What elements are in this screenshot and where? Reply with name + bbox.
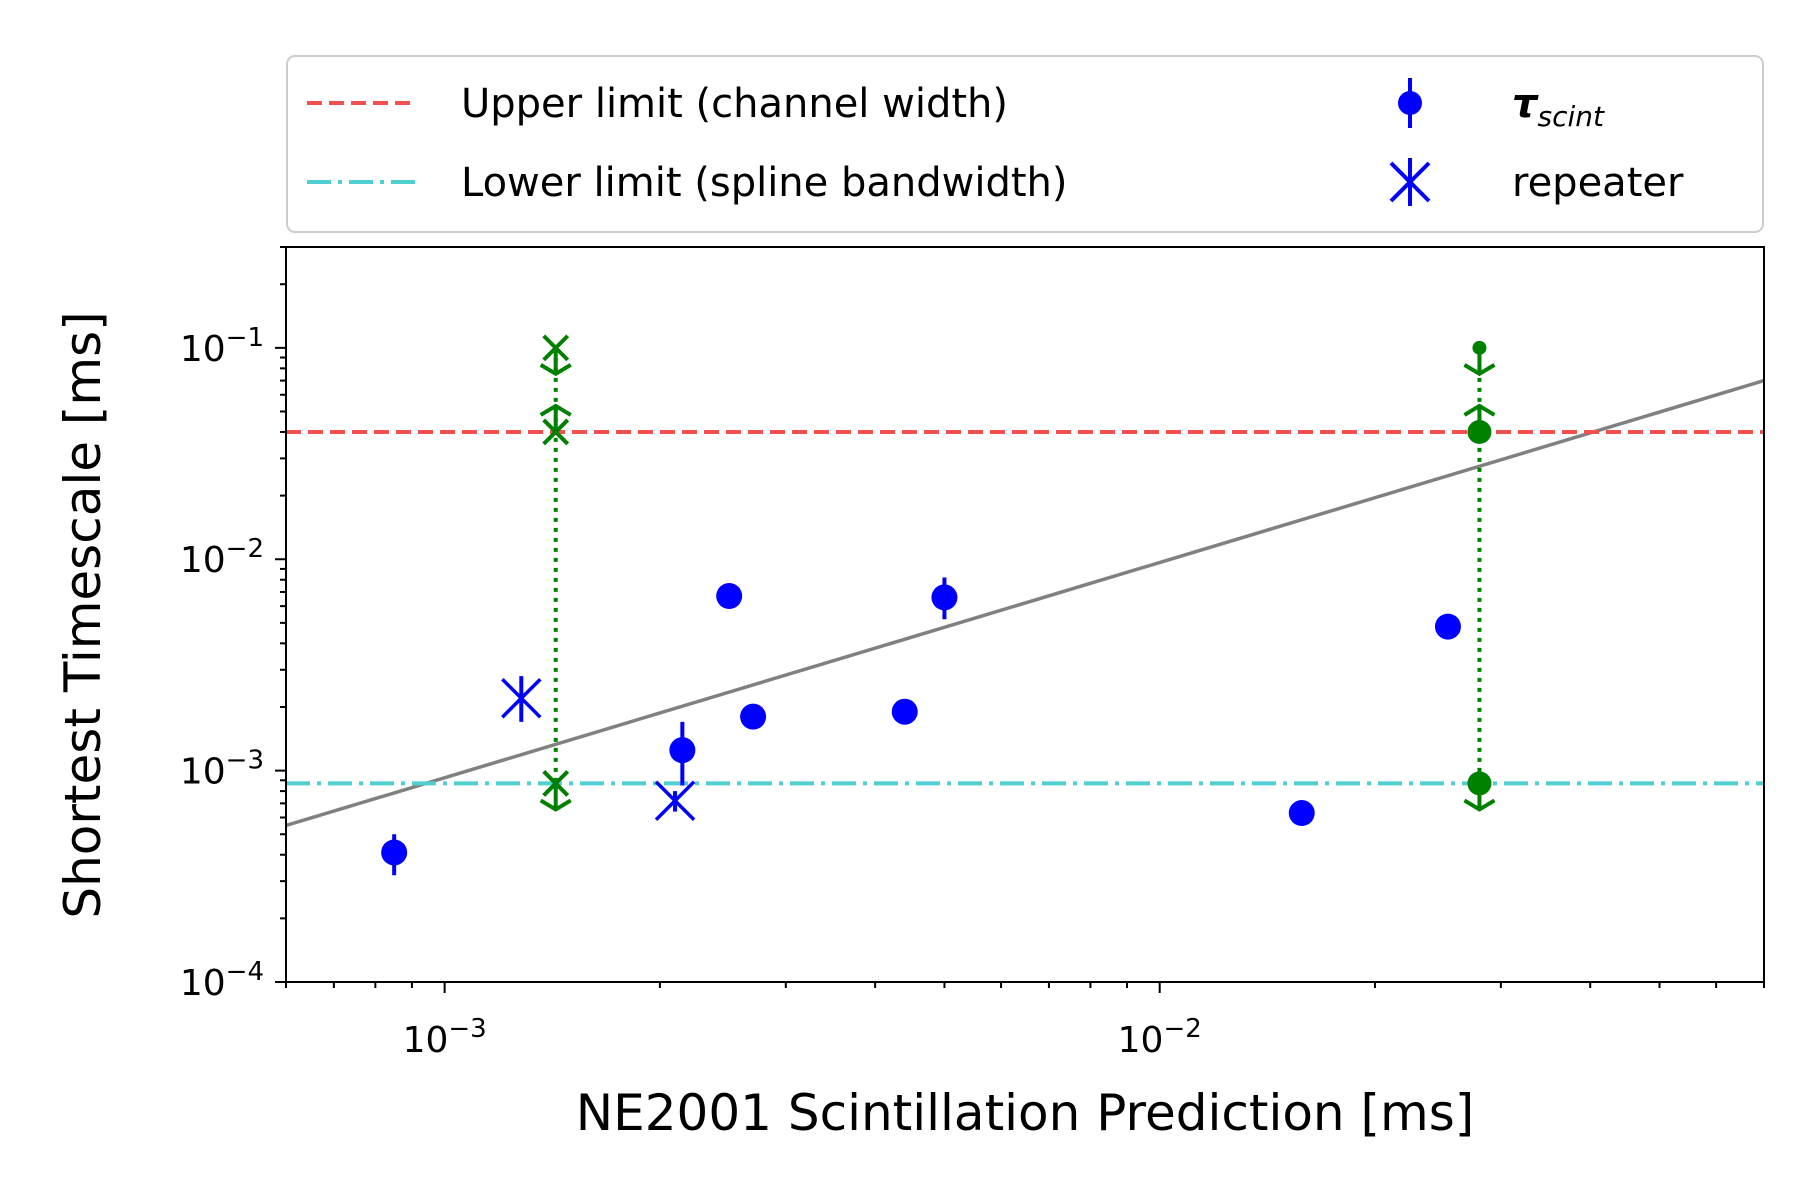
x-tick-label-0: 10−3 <box>403 1014 487 1061</box>
repeater-point-0 <box>501 677 542 719</box>
y-tick-exponent-0: −4 <box>226 957 264 987</box>
tau-point-4 <box>891 698 918 725</box>
x-tick-exponent-1: −2 <box>1163 1014 1201 1044</box>
y-tick-exponent-1: −3 <box>226 746 264 776</box>
legend-repeater-label: repeater <box>1512 160 1684 206</box>
range-markers <box>539 334 1496 812</box>
y-tick-label-3: 10−1 <box>180 323 264 370</box>
range-arrow-head-1-2 <box>1463 798 1496 812</box>
tau-point-3 <box>740 703 767 730</box>
y-tick-exponent-3: −1 <box>226 323 264 353</box>
y-tick-label-2: 10−2 <box>180 534 264 581</box>
legend: Upper limit (channel width) Lower limit … <box>286 55 1764 233</box>
y-tick-label-0: 10−4 <box>180 957 264 1004</box>
reference-lines <box>286 378 1764 828</box>
data-points <box>381 577 1461 876</box>
y-axis-label: Shortest Timescale [ms] <box>54 311 112 918</box>
plot-frame <box>285 246 1765 983</box>
legend-tau-marker <box>1398 91 1422 115</box>
tau-point-1 <box>669 737 696 764</box>
legend-tau-swatch <box>1398 78 1422 128</box>
range-marker-dot-1-0 <box>1472 340 1487 355</box>
y-tick-exponent-2: −2 <box>226 534 264 564</box>
x-axis-label: NE2001 Scintillation Prediction [ms] <box>576 1084 1475 1142</box>
tau-point-5 <box>931 584 958 611</box>
range-marker-dot-1-1 <box>1467 419 1492 444</box>
range-arrow-head-0-1 <box>539 403 572 417</box>
repeater-point-1 <box>654 780 696 822</box>
tau-point-0 <box>381 839 408 866</box>
range-marker-dot-1-2 <box>1467 771 1492 796</box>
legend-tau-label: τscint <box>1512 81 1605 133</box>
legend-upper-label: Upper limit (channel width) <box>461 81 1008 127</box>
x-tick-exponent-0: −3 <box>448 1014 486 1044</box>
legend-tau-subscript: scint <box>1538 100 1606 133</box>
axis-ticks: 10−3 10−2 10−4 10−3 10−2 10−1 <box>180 246 1765 1061</box>
range-marker-x-0-1 <box>542 418 570 446</box>
y-tick-label-1: 10−3 <box>180 746 264 793</box>
tau-point-7 <box>1434 613 1461 640</box>
legend-frame <box>286 55 1764 233</box>
range-marker-x-0-0 <box>542 334 570 362</box>
fit-line <box>286 378 1764 828</box>
x-tick-label-1: 10−2 <box>1118 1014 1202 1061</box>
tau-point-2 <box>716 583 743 610</box>
tau-point-6 <box>1288 800 1315 827</box>
range-arrow-head-1-1 <box>1463 403 1496 417</box>
range-arrow-head-0-2 <box>539 798 572 812</box>
range-arrow-head-0-0 <box>539 363 572 377</box>
legend-repeater-swatch <box>1389 158 1431 206</box>
range-arrow-head-1-0 <box>1463 363 1496 377</box>
legend-repeater-marker <box>1389 161 1431 203</box>
legend-lower-label: Lower limit (spline bandwidth) <box>461 160 1067 206</box>
legend-tau-symbol: τ <box>1512 81 1539 127</box>
range-marker-x-0-2 <box>542 769 570 797</box>
